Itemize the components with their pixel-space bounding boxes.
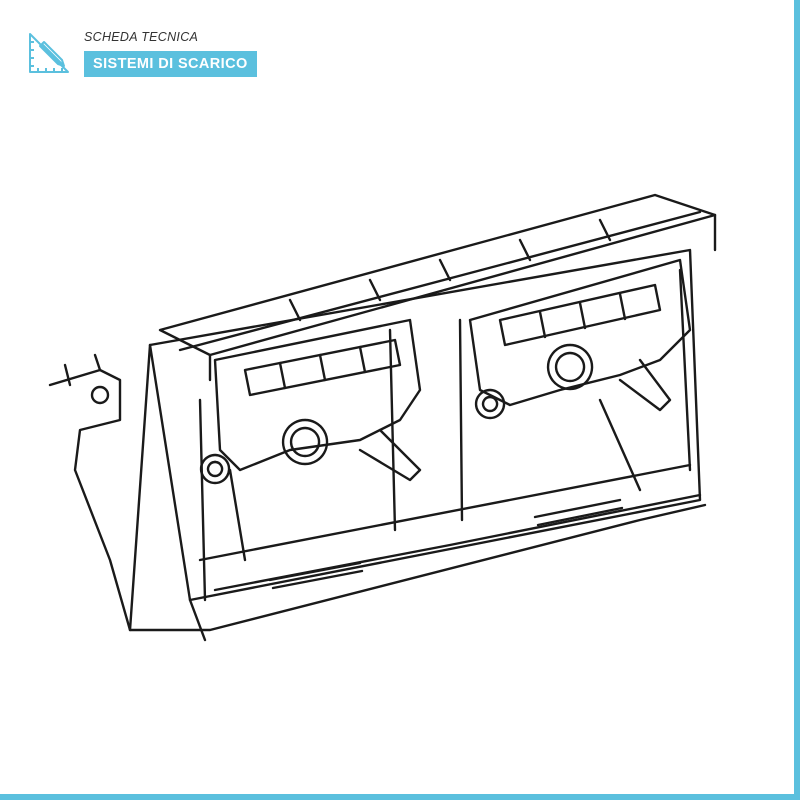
right-cam-assembly xyxy=(468,258,692,492)
kicker-label: SCHEDA TECNICA xyxy=(84,30,199,44)
ruler-pencil-icon xyxy=(29,33,69,73)
bottom-frame xyxy=(128,343,707,632)
back-plate xyxy=(148,248,702,602)
category-badge: SISTEMI DI SCARICO xyxy=(84,51,257,77)
left-bracket xyxy=(48,368,132,632)
left-cam-assembly xyxy=(199,318,422,562)
